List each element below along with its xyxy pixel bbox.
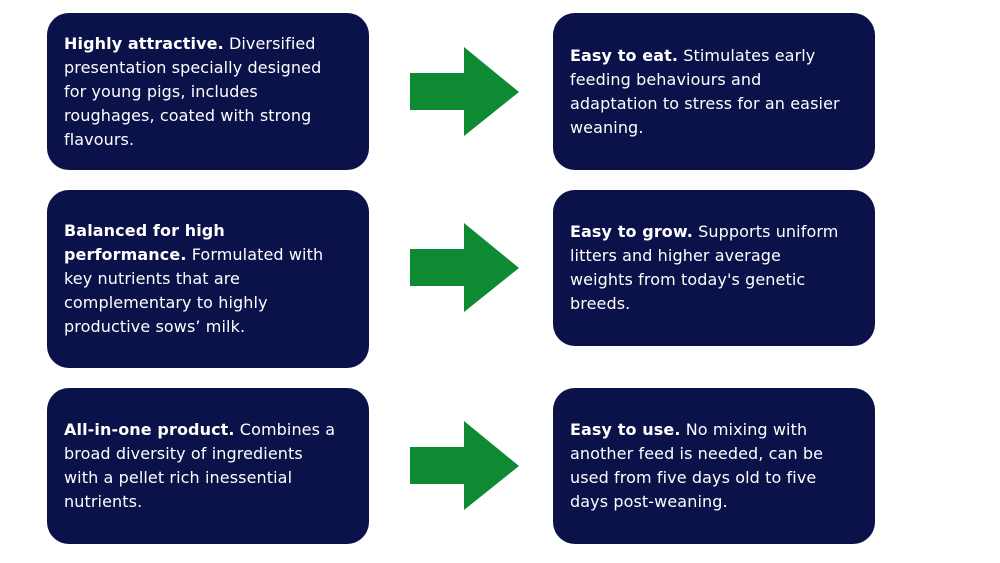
- benefit-body: Supports uniform: [692, 222, 839, 241]
- benefit-text: Easy to use. No mixing with another feed …: [570, 418, 823, 514]
- text-line: performance. Formulated with: [64, 243, 323, 267]
- text-line: used from five days old to five: [570, 468, 817, 487]
- text-line: productive sows’ milk.: [64, 317, 246, 336]
- text-line: litters and higher average: [570, 246, 781, 265]
- text-line: weights from today's genetic: [570, 270, 806, 289]
- text-line: adaptation to stress for an easier: [570, 93, 840, 113]
- benefit-body: Formulated with: [186, 245, 324, 264]
- benefit-title: Highly attractive.: [64, 33, 224, 53]
- benefit-text: All-in-one product. Combines a broad dive…: [64, 418, 335, 514]
- text-line: Easy to use. No mixing with: [570, 418, 823, 442]
- benefit-title: Easy to grow.: [570, 222, 693, 241]
- text-line: for young pigs, includes: [64, 81, 258, 101]
- benefit-text: Easy to grow. Supports uniform litters an…: [570, 220, 838, 316]
- text-line: weaning.: [570, 117, 644, 137]
- benefit-body: Combines a: [234, 420, 336, 439]
- benefit-body: No mixing with: [680, 420, 808, 439]
- text-line: flavours.: [64, 129, 135, 149]
- text-line: feeding behaviours and: [570, 69, 762, 89]
- text-line: Balanced for high: [64, 219, 323, 243]
- benefit-title: All-in-one product.: [64, 420, 235, 439]
- text-line: roughages, coated with strong: [64, 105, 312, 125]
- text-line: key nutrients that are: [64, 269, 241, 288]
- benefit-text: Balanced for high performance. Formulated…: [64, 219, 323, 339]
- left-benefit-box: All-in-one product. Combines a broad dive…: [47, 388, 369, 544]
- text-line: presentation specially designed: [64, 57, 322, 77]
- right-arrow-icon: [410, 421, 520, 511]
- text-line: All-in-one product. Combines a: [64, 418, 335, 442]
- right-benefit-box: Easy to grow. Supports uniform litters an…: [553, 190, 875, 346]
- text-line: Easy to grow. Supports uniform: [570, 220, 838, 244]
- right-arrow-icon: [410, 47, 520, 137]
- text-line: Easy to eat. Stimulates early: [570, 44, 840, 68]
- text-line: another feed is needed, can be: [570, 444, 824, 463]
- text-line: breeds.: [570, 294, 631, 313]
- benefit-title: Easy to eat.: [570, 45, 679, 65]
- right-arrow-icon: [410, 223, 520, 313]
- text-line: nutrients.: [64, 492, 143, 511]
- right-benefit-box: Easy to use. No mixing with another feed …: [553, 388, 875, 544]
- benefit-title: Easy to use.: [570, 420, 681, 439]
- text-line: days post-weaning.: [570, 492, 728, 511]
- benefit-title: Balanced for high: [64, 221, 225, 240]
- text-line: complementary to highly: [64, 293, 268, 312]
- text-line: broad diversity of ingredients: [64, 444, 303, 463]
- benefit-body: Diversified: [223, 33, 316, 53]
- benefit-title-cont: performance.: [64, 245, 187, 264]
- benefit-body: Stimulates early: [678, 45, 816, 65]
- text-line: Highly attractive. Diversified: [64, 32, 321, 56]
- left-benefit-box: Balanced for high performance. Formulated…: [47, 190, 369, 368]
- text-line: with a pellet rich inessential: [64, 468, 293, 487]
